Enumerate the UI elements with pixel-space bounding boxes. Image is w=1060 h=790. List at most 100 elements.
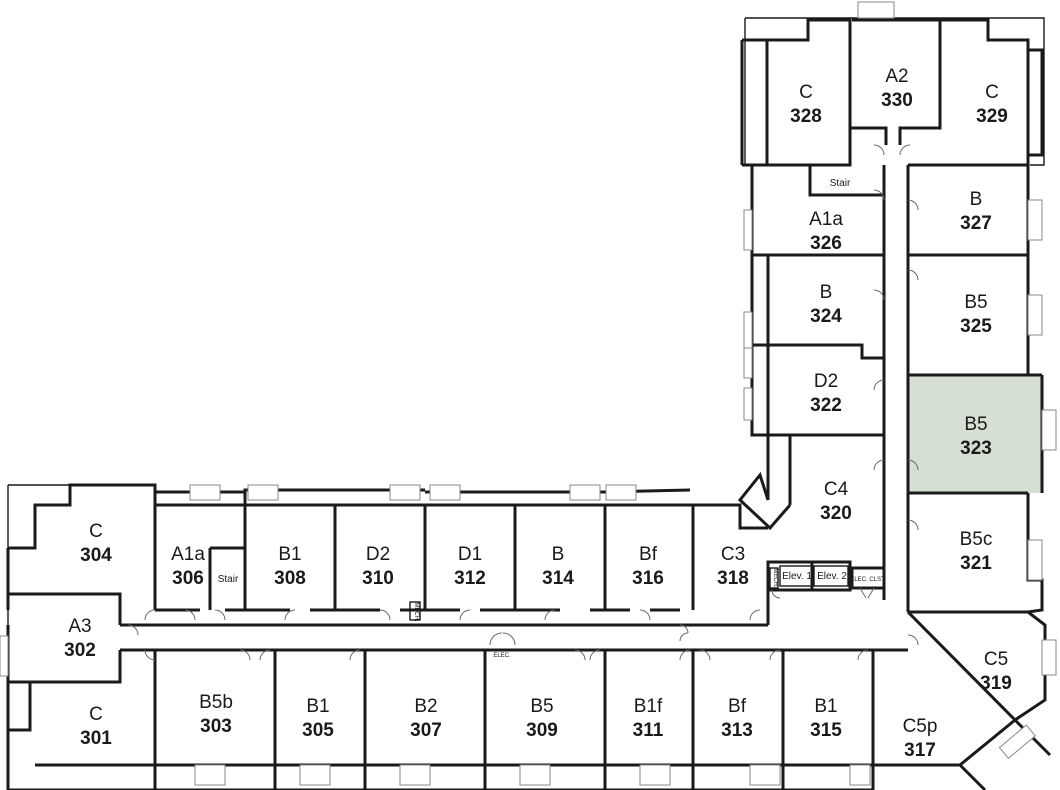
room-type-label: B5c: [960, 529, 993, 550]
room-number-label: 315: [810, 720, 842, 741]
room-number-label: 316: [632, 568, 664, 589]
room-324[interactable]: B 324: [810, 282, 842, 327]
room-number-label: 328: [790, 106, 822, 127]
room-type-label: C3: [721, 544, 745, 565]
room-type-label: B: [970, 189, 983, 210]
room-type-label: B: [820, 282, 833, 303]
room-328[interactable]: C 328: [790, 82, 822, 127]
room-type-label: C: [985, 82, 999, 103]
room-number-label: 327: [960, 213, 992, 234]
room-number-label: 324: [810, 306, 842, 327]
elev-2-label: Elev. 2: [817, 571, 847, 582]
room-number-label: 309: [526, 720, 558, 741]
room-number-label: 306: [172, 568, 204, 589]
room-type-label: C: [89, 704, 103, 725]
room-type-label: B1f: [634, 696, 663, 717]
room-number-label: 305: [302, 720, 334, 741]
room-type-label: C4: [824, 479, 849, 500]
room-type-label: B: [552, 544, 565, 565]
room-number-label: 330: [881, 90, 913, 111]
room-type-label: D2: [366, 544, 390, 565]
room-type-label: C: [799, 82, 813, 103]
mech-closet-left: [409, 601, 421, 621]
room-type-label: D1: [458, 544, 482, 565]
room-type-label: A2: [885, 66, 908, 87]
elevator-2: [813, 565, 849, 587]
mech-closet-right: [769, 567, 779, 589]
doors: [127, 144, 919, 661]
room-number-label: 320: [820, 503, 852, 524]
room-number-label: 314: [542, 568, 574, 589]
room-type-label: A3: [68, 616, 91, 637]
room-type-label: B5: [530, 696, 553, 717]
room-314[interactable]: B 314: [542, 544, 574, 589]
room-301[interactable]: C 301: [80, 704, 112, 749]
room-number-label: 301: [80, 728, 112, 749]
room-type-label: A1a: [809, 209, 843, 230]
room-327[interactable]: B 327: [960, 189, 992, 234]
room-type-label: Bf: [639, 544, 658, 565]
room-number-label: 323: [960, 438, 992, 459]
elev-1-label: Elev. 1: [782, 571, 812, 582]
room-number-label: 308: [274, 568, 306, 589]
room-number-label: 322: [810, 395, 842, 416]
walls: [6, 18, 1052, 790]
outer-envelope: [7, 17, 1045, 790]
stair-label-top: Stair: [830, 178, 851, 189]
room-type-label: C: [89, 521, 103, 542]
room-323-highlight: [908, 376, 1041, 493]
elevator-1: [779, 565, 813, 587]
room-number-label: 304: [80, 545, 112, 566]
room-number-label: 319: [980, 673, 1012, 694]
room-number-label: 312: [454, 568, 486, 589]
room-number-label: 321: [960, 553, 992, 574]
elec-clst-label: ELEC. CLST.: [850, 577, 886, 583]
mech-label-left: MECH.: [413, 602, 419, 622]
room-304[interactable]: C 304: [80, 521, 112, 566]
room-number-label: 302: [64, 640, 96, 661]
room-type-label: B5: [964, 414, 987, 435]
room-number-label: 311: [633, 720, 664, 741]
room-type-label: B1: [278, 544, 301, 565]
room-number-label: 326: [810, 233, 842, 254]
room-type-label: D2: [814, 371, 838, 392]
room-number-label: 303: [200, 716, 232, 737]
room-number-label: 325: [960, 316, 992, 337]
room-number-label: 317: [904, 740, 936, 761]
room-type-label: Bf: [728, 696, 747, 717]
service-labels: Stair Stair Elev. 1 Elev. 2 ELEC. CLST. …: [218, 178, 886, 659]
room-type-label: C5: [984, 649, 1008, 670]
room-number-label: 307: [410, 720, 442, 741]
room-number-label: 318: [717, 568, 749, 589]
room-316[interactable]: Bf 316: [632, 544, 664, 589]
mech-label-right: MECH.: [772, 568, 778, 588]
room-type-label: B5: [964, 292, 987, 313]
